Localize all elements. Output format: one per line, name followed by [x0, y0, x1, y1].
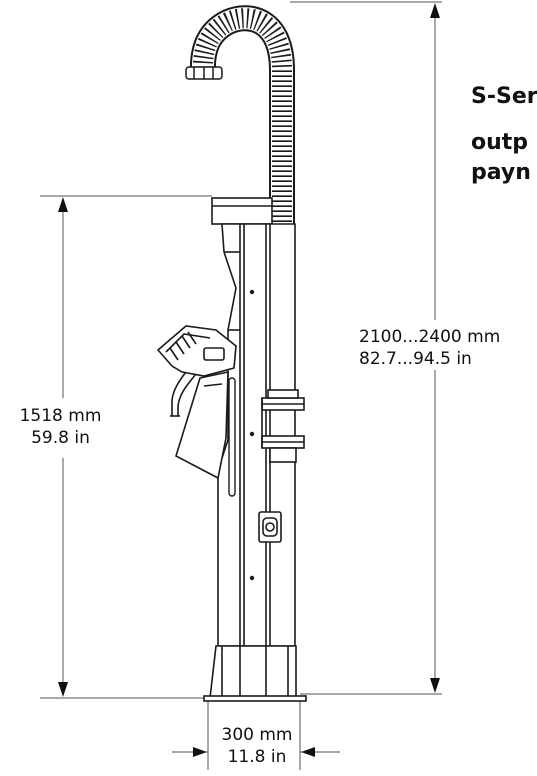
hose-end-fitting — [185, 66, 223, 80]
base-width-metric: 300 mm — [221, 725, 293, 745]
hose-clamp-lower — [261, 435, 305, 463]
unit-height-dimension-line — [40, 195, 212, 699]
pedestal-top-cap — [211, 197, 273, 225]
unit-height-arrow-bottom — [58, 682, 68, 697]
unit-height-arrow-top — [58, 197, 68, 212]
description-line-3: payn — [471, 160, 531, 185]
base-width-imperial: 11.8 in — [227, 747, 287, 767]
unit-height-label: 1518 mm 59.8 in — [8, 405, 113, 449]
total-height-label: 2100...2400 mm 82.7...94.5 in — [359, 326, 537, 370]
total-height-arrow-top — [430, 3, 440, 18]
charging-hose — [189, 5, 295, 372]
connector-cable — [170, 371, 197, 417]
connector-holster — [175, 371, 229, 480]
total-height-arrow-bottom — [430, 678, 440, 693]
pedestal-screws — [249, 289, 255, 581]
description-line-1: S-Ser — [471, 84, 537, 109]
pedestal-slot — [228, 377, 236, 497]
description-line-2: outp — [471, 130, 529, 155]
base-width-arrow-left — [193, 747, 207, 757]
base-width-label: 300 mm 11.8 in — [212, 724, 302, 768]
total-height-imperial: 82.7...94.5 in — [359, 349, 472, 369]
base-width-arrow-right — [301, 747, 315, 757]
hose-clamp-upper — [261, 389, 305, 411]
charging-connector — [156, 325, 237, 377]
total-height-metric: 2100...2400 mm — [359, 327, 501, 347]
unit-height-imperial: 59.8 in — [31, 428, 90, 448]
pedestal-base — [203, 645, 307, 702]
total-height-dimension-line — [290, 1, 442, 695]
socket-port — [258, 511, 282, 543]
unit-height-metric: 1518 mm — [19, 406, 102, 426]
